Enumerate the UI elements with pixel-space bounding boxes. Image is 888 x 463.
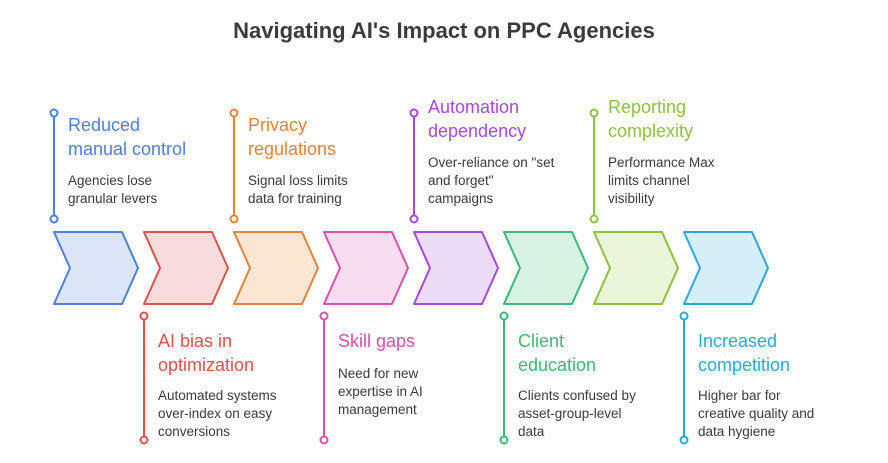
step-chevron-7 xyxy=(593,231,679,305)
step-title-line: competition xyxy=(698,355,791,375)
connector-dot-2-a xyxy=(139,311,149,321)
step-description-line: and forget" xyxy=(428,173,494,188)
step-title-5: Automation dependency xyxy=(428,95,588,143)
connector-dot-2-b xyxy=(139,435,149,445)
step-description-line: granular levers xyxy=(68,191,158,206)
step-chevron-3 xyxy=(233,231,319,305)
step-description-4: Need for new expertise in AI management xyxy=(338,365,498,419)
step-title-line: optimization xyxy=(158,355,255,375)
connector-dot-6-a xyxy=(499,311,509,321)
connector-dot-8-a xyxy=(679,311,689,321)
step-title-line: dependency xyxy=(428,121,527,141)
diagram-title: Navigating AI's Impact on PPC Agencies xyxy=(233,18,655,43)
step-title-line: Skill gaps xyxy=(338,331,416,351)
step-title-1: Reduced manual control xyxy=(68,113,228,161)
step-title-line: Reduced xyxy=(68,115,141,135)
step-title-line: manual control xyxy=(68,139,187,159)
step-title-4: Skill gaps xyxy=(338,329,498,353)
step-title-line: complexity xyxy=(608,121,694,141)
step-description-line: visibility xyxy=(608,191,655,206)
connector-dot-5-b xyxy=(409,214,419,224)
step-title-line: Privacy xyxy=(248,115,308,135)
connector-dot-7-a xyxy=(589,108,599,118)
step-title-line: education xyxy=(518,355,597,375)
step-description-line: asset-group-level xyxy=(518,406,622,421)
step-description-line: limits channel xyxy=(608,173,690,188)
step-description-line: data hygiene xyxy=(698,424,776,439)
step-description-line: management xyxy=(338,402,417,417)
step-description-3: Signal loss limits data for training xyxy=(248,172,408,208)
step-description-7: Performance Max limits channel visibility xyxy=(608,154,768,208)
step-chevron-2 xyxy=(143,231,229,305)
step-description-line: Performance Max xyxy=(608,155,715,170)
connector-dot-7-b xyxy=(589,214,599,224)
step-chevron-4 xyxy=(323,231,409,305)
step-description-line: campaigns xyxy=(428,191,494,206)
step-description-line: Over-reliance on "set xyxy=(428,155,555,170)
connector-dot-5-a xyxy=(409,108,419,118)
connector-dot-1-a xyxy=(49,108,59,118)
step-title-8: Increased competition xyxy=(698,329,858,377)
step-description-line: Clients confused by xyxy=(518,388,636,403)
connector-dot-3-a xyxy=(229,108,239,118)
step-title-3: Privacy regulations xyxy=(248,113,408,161)
step-description-line: Higher bar for xyxy=(698,388,781,403)
connector-dot-8-b xyxy=(679,435,689,445)
step-chevron-1 xyxy=(53,231,139,305)
step-chevron-6 xyxy=(503,231,589,305)
step-description-line: Need for new xyxy=(338,366,419,381)
step-title-2: AI bias in optimization xyxy=(158,329,318,377)
step-description-line: over-index on easy xyxy=(158,406,273,421)
step-title-6: Client education xyxy=(518,329,678,377)
connector-dot-4-b xyxy=(319,435,329,445)
step-description-line: Automated systems xyxy=(158,388,277,403)
step-description-1: Agencies lose granular levers xyxy=(68,172,228,208)
step-title-line: Reporting xyxy=(608,97,687,117)
connector-dot-1-b xyxy=(49,214,59,224)
step-title-line: Increased xyxy=(698,331,778,351)
step-description-2: Automated systems over-index on easy conve… xyxy=(158,387,318,441)
connector-dot-6-b xyxy=(499,435,509,445)
step-description-line: Agencies lose xyxy=(68,173,153,188)
step-description-line: creative quality and xyxy=(698,406,815,421)
connector-dot-4-a xyxy=(319,311,329,321)
step-chevron-8 xyxy=(683,231,769,305)
step-description-line: conversions xyxy=(158,424,231,439)
step-chevron-5 xyxy=(413,231,499,305)
step-description-line: Signal loss limits xyxy=(248,173,348,188)
step-title-line: regulations xyxy=(248,139,337,159)
step-description-5: Over-reliance on "set and forget" campaign… xyxy=(428,154,588,208)
step-title-7: Reporting complexity xyxy=(608,95,768,143)
step-description-line: data for training xyxy=(248,191,342,206)
step-description-8: Higher bar for creative quality and data h… xyxy=(698,387,858,441)
step-title-line: AI bias in xyxy=(158,331,233,351)
step-description-line: expertise in AI xyxy=(338,384,423,399)
step-title-line: Client xyxy=(518,331,565,351)
step-description-line: data xyxy=(518,424,545,439)
step-description-6: Clients confused by asset-group-level data xyxy=(518,387,678,441)
step-title-line: Automation xyxy=(428,97,520,117)
connector-dot-3-b xyxy=(229,214,239,224)
